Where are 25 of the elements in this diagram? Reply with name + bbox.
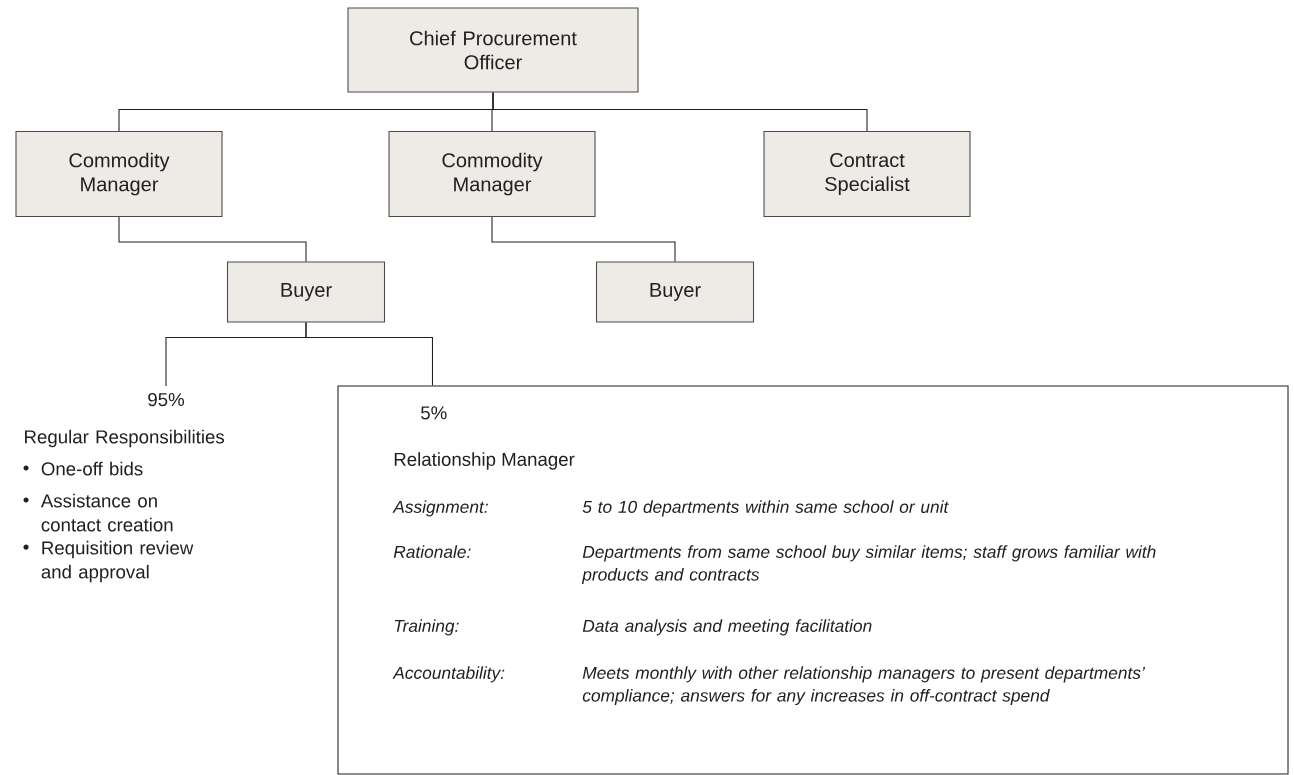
field-value: 5 to 10 departments within same school or unit [582, 500, 949, 517]
percent-label: 5% [421, 406, 447, 420]
field-label: Accountability: [392, 666, 505, 683]
role-box: Commodity Manager [15, 130, 223, 218]
field-value: Data analysis and meeting facilitation [582, 619, 872, 636]
role-box: Buyer [595, 261, 755, 323]
section-heading: Relationship Manager [394, 452, 575, 470]
field-value: Departments from same school buy similar items; staff grows familiar with products and contracts [581, 545, 1156, 585]
role-box: Buyer [226, 261, 386, 323]
connector-line [118, 216, 307, 262]
bullet-item: One-off bids [23, 461, 143, 476]
field-label: Training: [394, 619, 459, 636]
field-value: Meets monthly with other relationship managers to present departments’ compliance; answers for any increases in off-contract spend [582, 666, 1146, 706]
connector-line [305, 322, 433, 386]
connector-line [491, 216, 676, 262]
role-box: Commodity Manager [388, 130, 596, 218]
connector-line [492, 92, 868, 132]
section-heading: Regular Responsibilities [25, 429, 225, 448]
role-box: Chief Procurement Officer [347, 7, 639, 93]
role-box: Contract Specialist [763, 130, 971, 218]
percent-label: 95% [148, 392, 184, 407]
bullet-item: Assistance on contact creation [23, 493, 173, 532]
field-label: Assignment: [392, 500, 488, 517]
field-label: Rationale: [393, 545, 471, 558]
bullet-item: Requisition review and approval [23, 540, 194, 583]
